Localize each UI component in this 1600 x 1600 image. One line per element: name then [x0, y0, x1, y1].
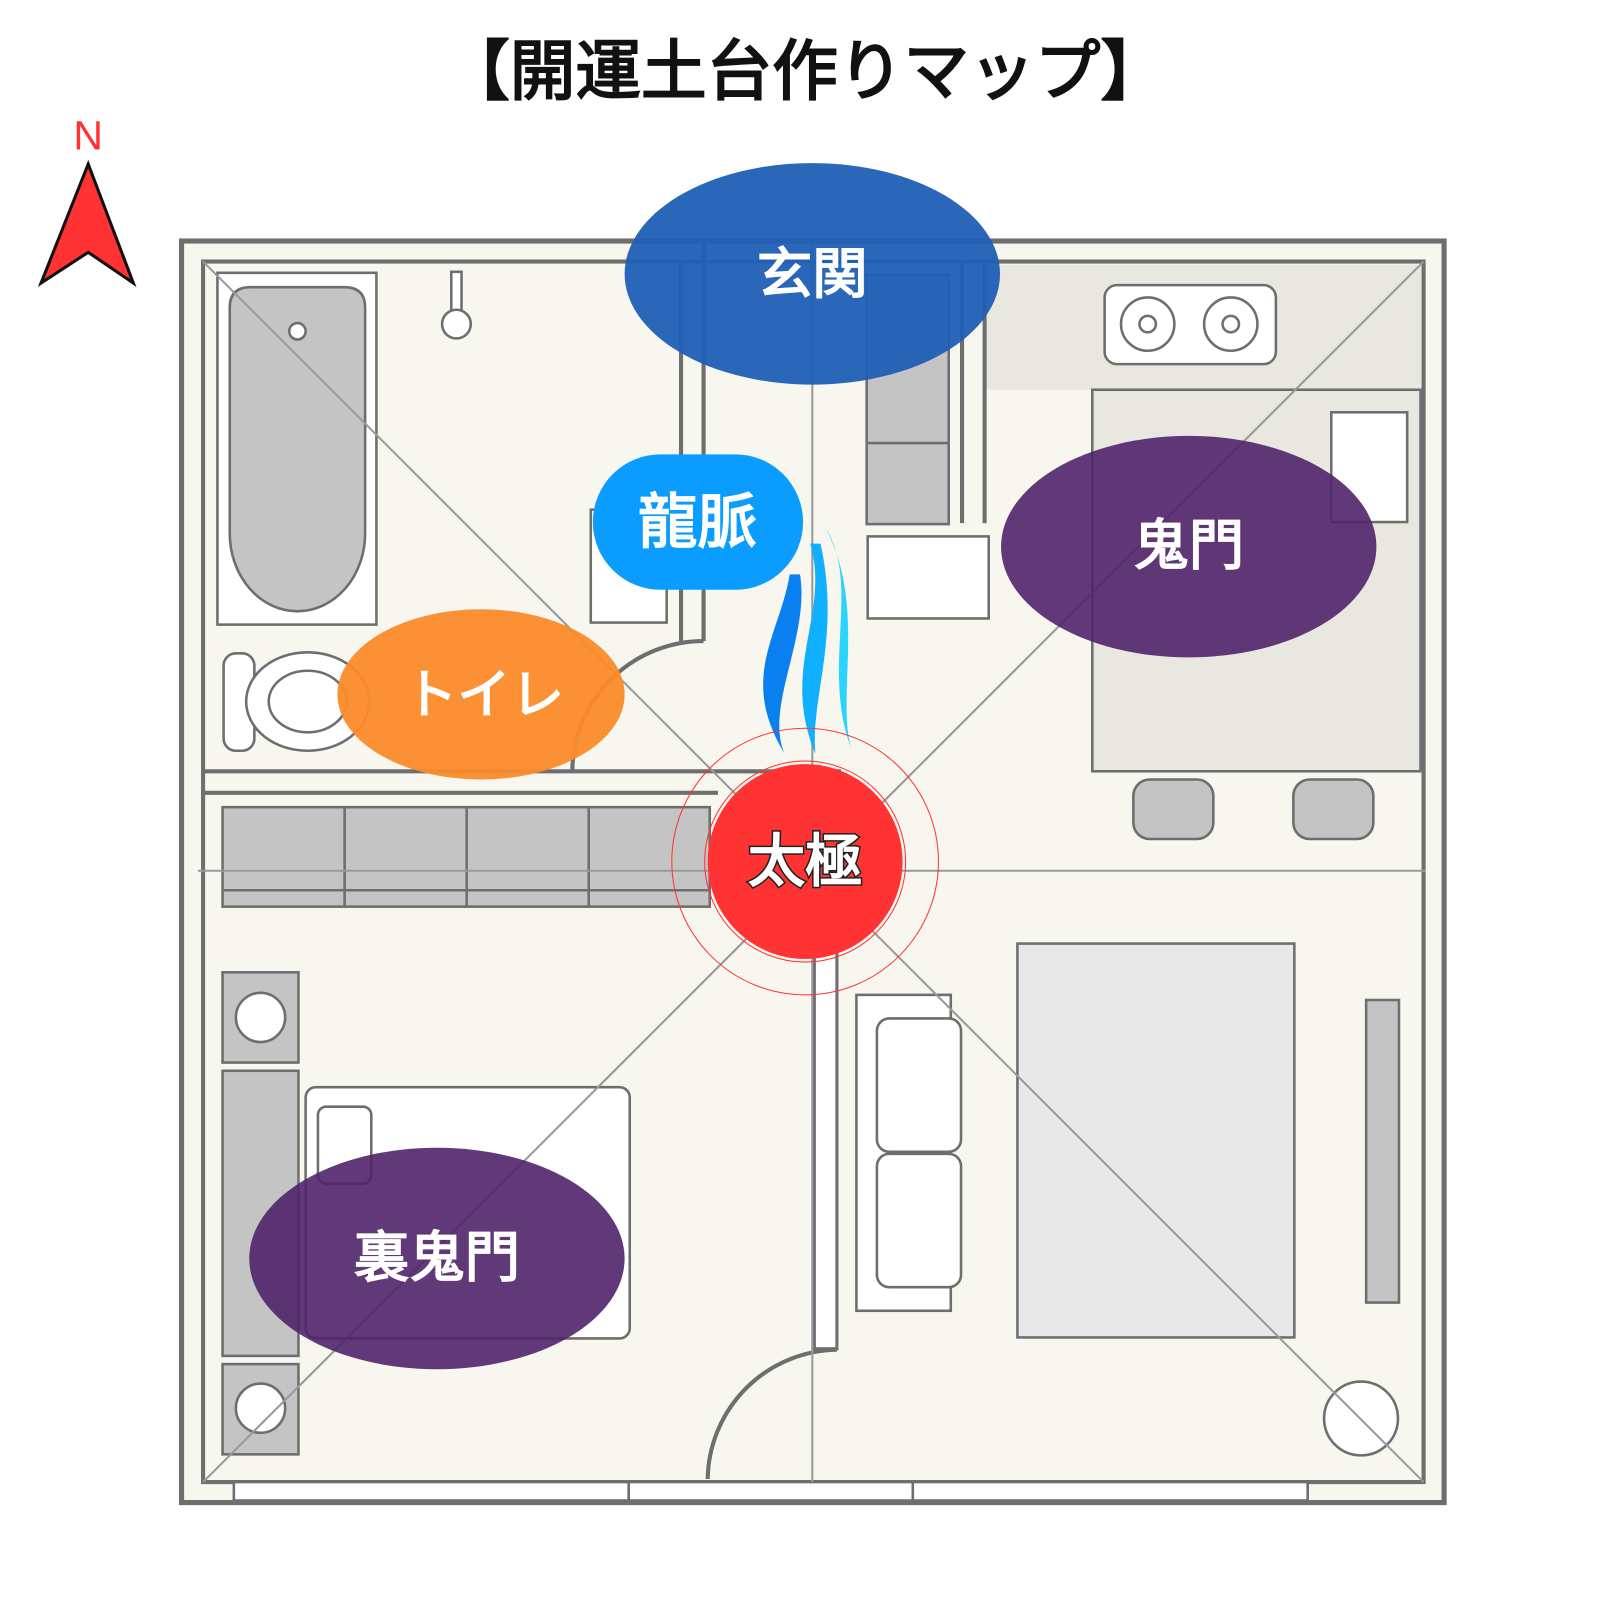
toilet-label: トイレ [404, 663, 564, 726]
map-title: 【開運土台作りマップ】 [444, 34, 1166, 110]
zone-toilet: トイレ [337, 609, 625, 780]
north-compass: N [37, 112, 137, 288]
zone-urakimon: 裏鬼門 [249, 1147, 625, 1370]
urakimon-label: 裏鬼門 [354, 1226, 520, 1290]
north-arrow-icon [37, 159, 137, 288]
zone-ryumyaku: 龍脈 [592, 454, 804, 590]
genkan-label: 玄関 [757, 243, 868, 307]
north-label: N [73, 112, 103, 158]
zone-kimon: 鬼門 [1001, 435, 1377, 658]
dragon-vein-streams [763, 528, 852, 754]
zone-taikyoku: 太極 [671, 727, 939, 996]
zone-genkan: 玄関 [624, 163, 1000, 385]
taikyoku-label: 太極 [748, 828, 863, 895]
kimon-label: 鬼門 [1133, 515, 1244, 579]
ryumyaku-label: 龍脈 [638, 489, 757, 558]
